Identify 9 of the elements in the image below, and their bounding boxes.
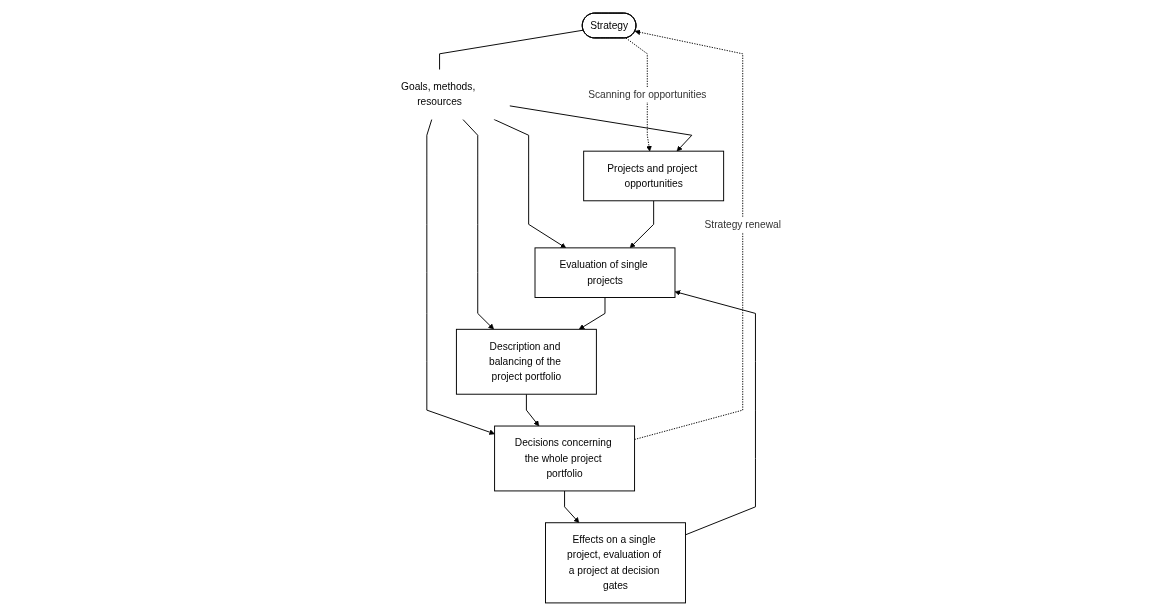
node-text: Goals, methods, resources (401, 80, 476, 107)
connector (439, 29, 585, 70)
edge-label: Strategy renewal (704, 218, 782, 229)
node-box: Evaluation of single projects (534, 246, 676, 298)
node-box: Decisions concerning the whole project portfolio (494, 425, 636, 491)
node-box: Projects and project opportunities (583, 150, 725, 201)
node-box: Description and balancing of the project portfolio (456, 328, 598, 395)
node-box: Effects on a single project, evaluation of a project at decision gates (545, 521, 687, 603)
edge-label: Scanning for opportunities (588, 88, 707, 100)
